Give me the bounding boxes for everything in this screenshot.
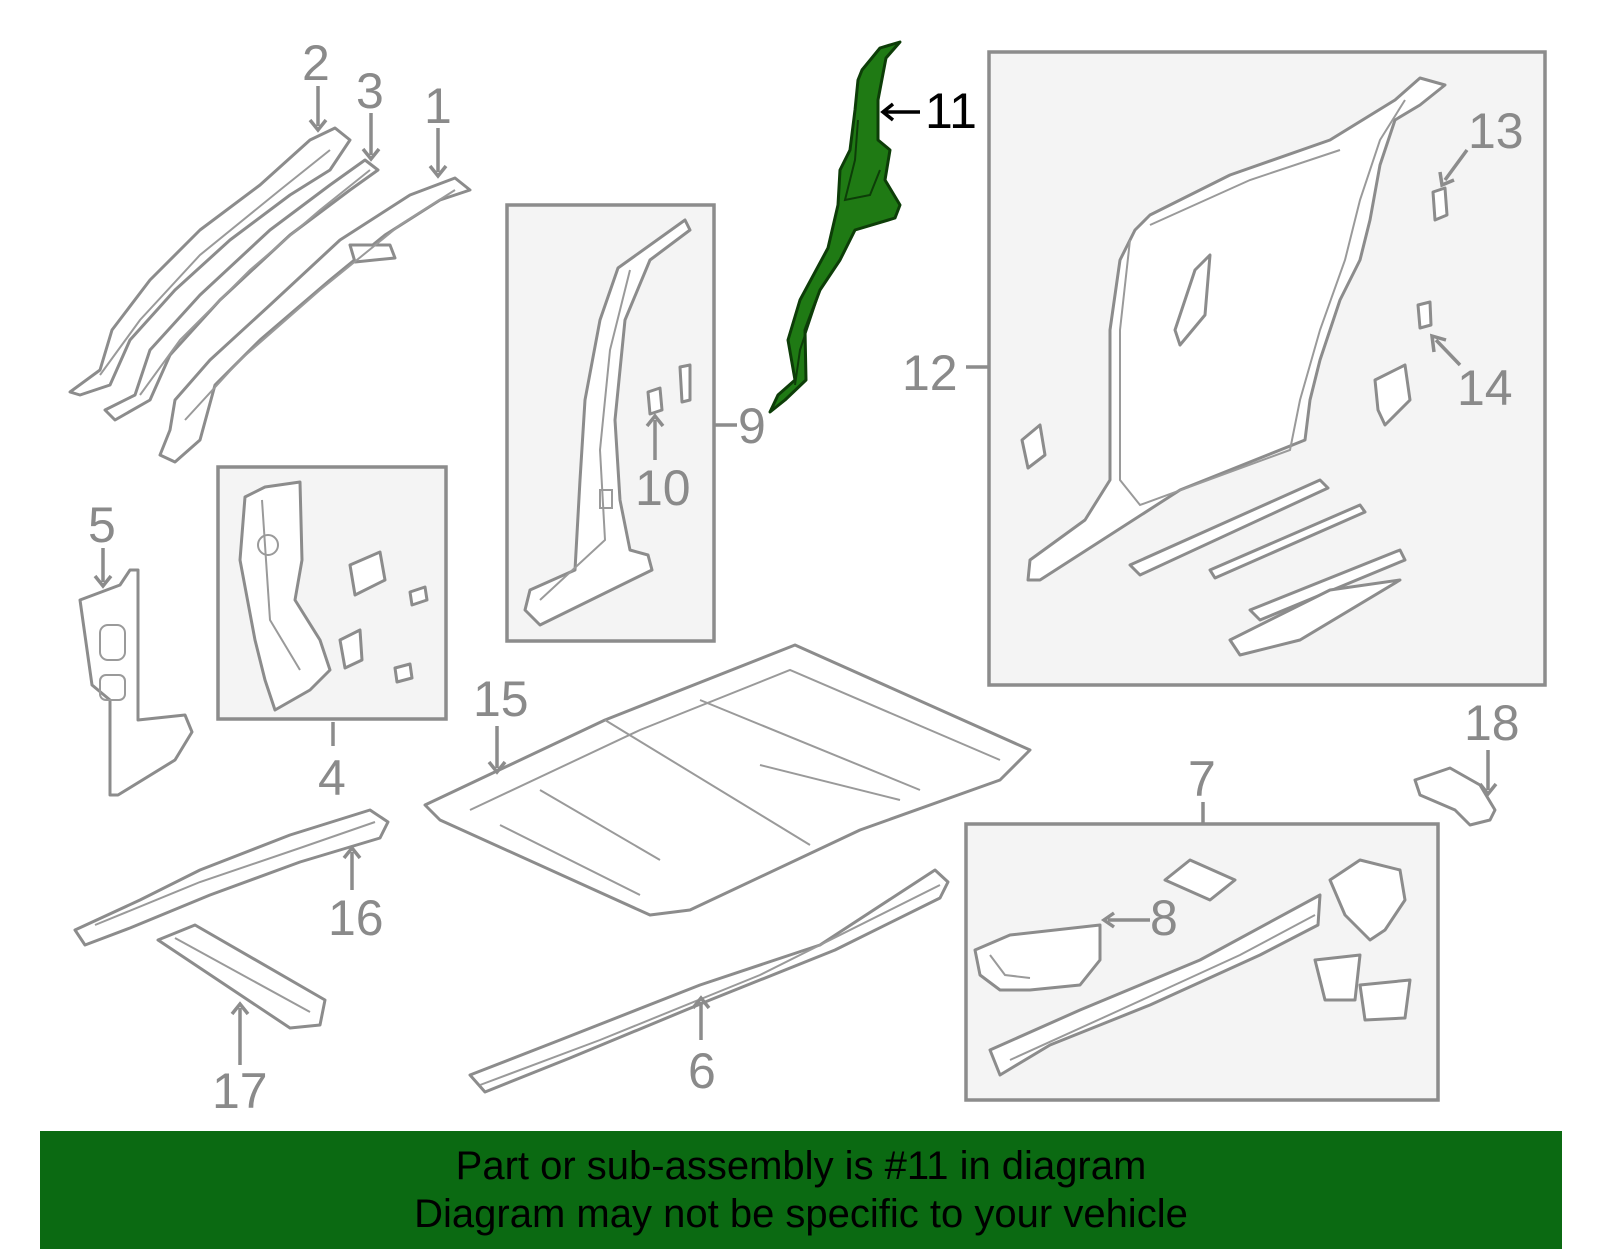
callout-17: 17	[212, 1063, 268, 1119]
callout-1: 1	[424, 78, 452, 134]
part-10-bracket	[646, 363, 692, 416]
part-1-roof-rail	[158, 176, 472, 464]
info-banner: Part or sub-assembly is #11 in diagram D…	[40, 1131, 1562, 1249]
callout-6: 6	[688, 1043, 716, 1099]
part-18-wheelhouse-bracket	[1413, 766, 1497, 827]
callout-4: 4	[318, 750, 346, 806]
callout-18: 18	[1464, 695, 1520, 751]
part-8-bracket	[973, 923, 1102, 992]
callout-14: 14	[1457, 360, 1513, 416]
callout-5: 5	[88, 497, 116, 553]
part-9-center-pillar	[523, 218, 692, 627]
part-13-small-bracket	[1431, 186, 1449, 222]
part-16-floor-rail	[73, 808, 390, 947]
callout-3: 3	[356, 63, 384, 119]
banner-line-1: Part or sub-assembly is #11 in diagram	[455, 1144, 1147, 1188]
callout-15: 15	[473, 671, 529, 727]
callout-2: 2	[302, 35, 330, 91]
leader-lines	[93, 86, 1498, 1065]
part-7-sill-assembly	[988, 858, 1412, 1077]
part-5-pillar-panel	[78, 568, 194, 797]
part-14-small-bracket	[1416, 300, 1433, 330]
banner-line-2: Diagram may not be specific to your vehi…	[414, 1192, 1188, 1236]
callout-10: 10	[635, 460, 691, 516]
parts-diagram: 2 3 1 5 4 9 11 10 12 13 14 15 16 17 6 7 …	[68, 35, 1547, 1119]
callout-13: 13	[1468, 103, 1524, 159]
part-4-pillar-assembly	[238, 480, 429, 712]
part-12-body-side-panel	[1020, 76, 1447, 657]
part-2-roof-rail-outer	[68, 126, 352, 397]
part-15-floor-pan	[423, 643, 1032, 917]
callout-8: 8	[1150, 890, 1178, 946]
part-11-highlighted-pillar	[768, 40, 902, 414]
part-6-rocker-panel	[468, 868, 950, 1094]
callout-11: 11	[925, 83, 977, 139]
callout-7: 7	[1188, 751, 1216, 807]
part-17-crossmember	[156, 923, 327, 1030]
callout-9: 9	[738, 398, 766, 454]
part-3-roof-rail-inner	[103, 158, 380, 422]
callout-12: 12	[902, 345, 958, 401]
callout-16: 16	[328, 890, 384, 946]
